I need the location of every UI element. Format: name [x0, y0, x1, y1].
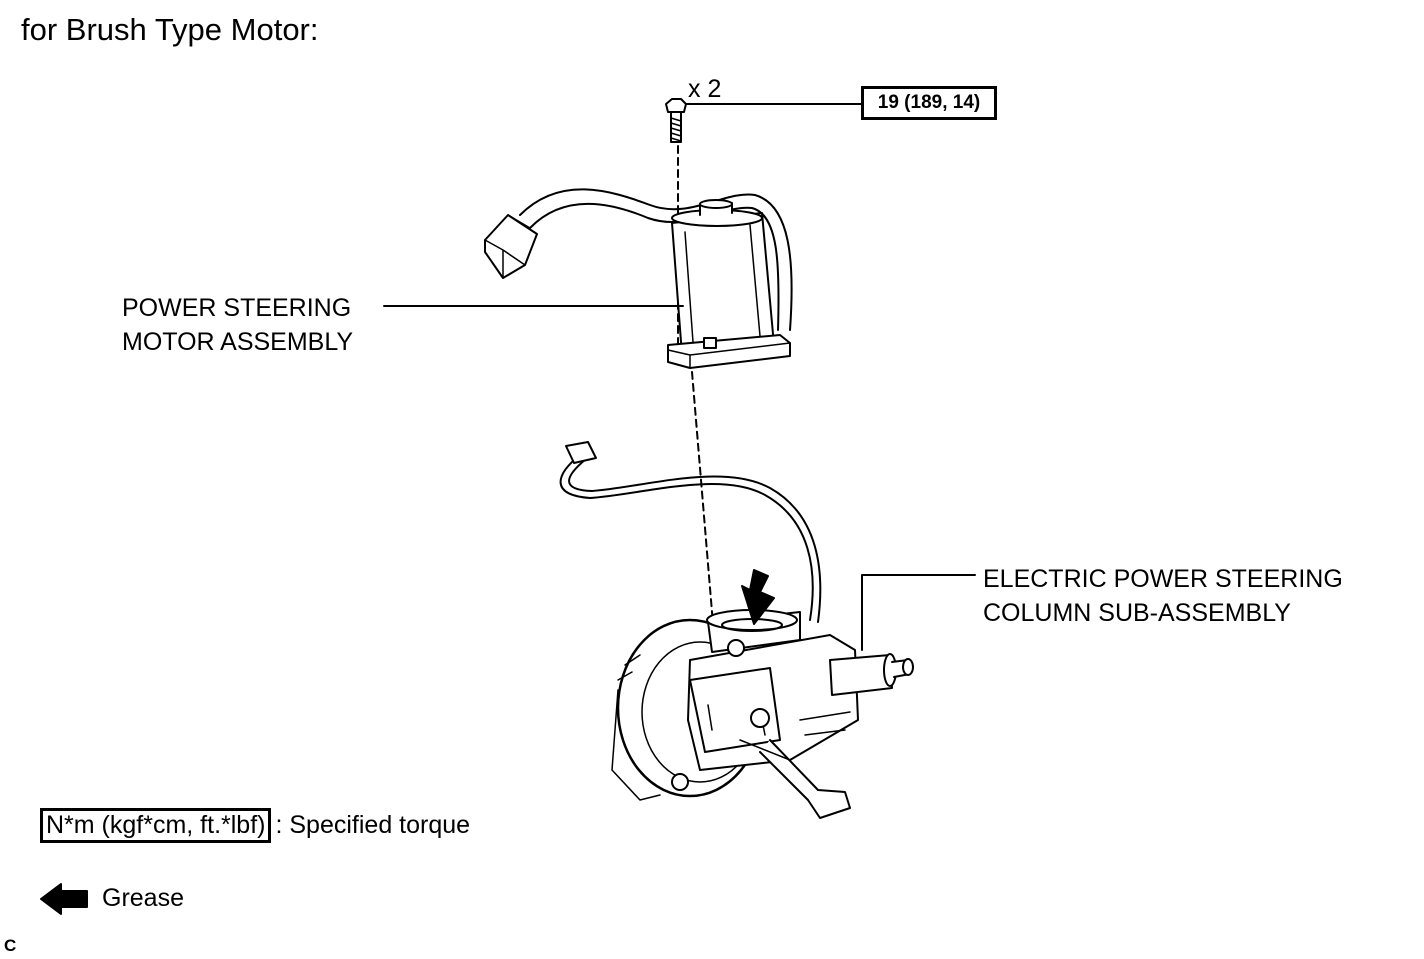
grease-arrow-icon — [741, 569, 775, 625]
motor-assembly-drawing — [484, 188, 793, 369]
bolt-quantity: x 2 — [688, 75, 722, 103]
column-leader-line — [861, 574, 976, 651]
torque-spec-value: 19 (189, 14) — [877, 92, 981, 113]
grease-legend-arrow-icon — [40, 883, 88, 915]
bolt-icon — [665, 98, 687, 143]
legend-torque-text: : Specified torque — [275, 811, 471, 839]
column-assembly-label: ELECTRIC POWER STEERING COLUMN SUB-ASSEM… — [983, 562, 1343, 630]
corner-code: C — [4, 936, 17, 955]
motor-label-line-2: MOTOR ASSEMBLY — [122, 328, 354, 356]
legend-grease-text: Grease — [102, 883, 184, 912]
column-label-line-1: ELECTRIC POWER STEERING — [983, 565, 1343, 593]
motor-label-line-1: POWER STEERING — [122, 294, 352, 322]
column-label-line-2: COLUMN SUB-ASSEMBLY — [983, 599, 1291, 627]
torque-spec-box: 19 (189, 14) — [861, 86, 997, 120]
steering-column-drawing — [559, 441, 914, 819]
motor-assembly-label: POWER STEERING MOTOR ASSEMBLY — [122, 291, 353, 359]
legend-torque-units: N*m (kgf*cm, ft.*lbf) — [40, 808, 272, 843]
legend-torque: N*m (kgf*cm, ft.*lbf) : Specified torque — [40, 808, 470, 843]
diagram-heading: for Brush Type Motor: — [21, 12, 319, 47]
legend-grease: Grease — [40, 883, 184, 913]
legend-grease-spacer — [40, 883, 88, 913]
